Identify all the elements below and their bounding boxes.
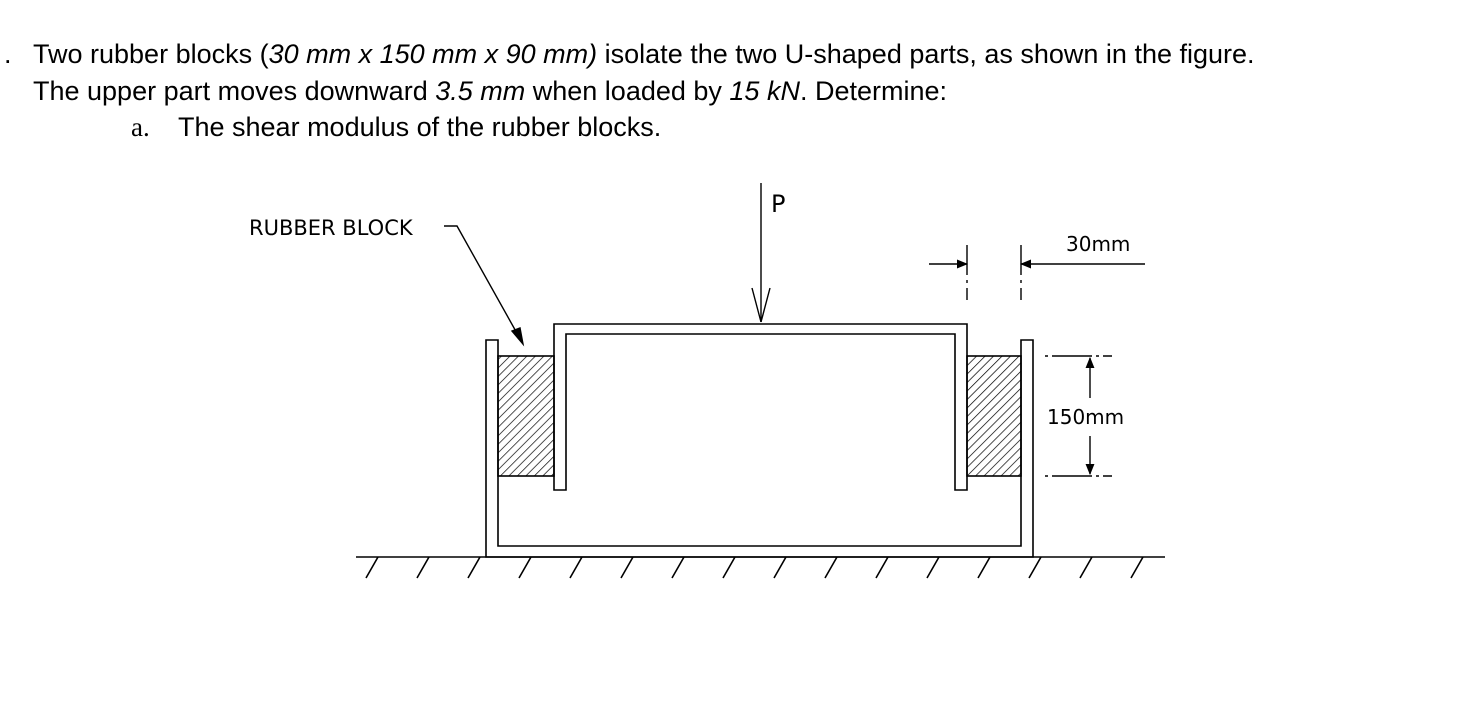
line2-text-c: . Determine: bbox=[799, 76, 948, 106]
rubber-block-right bbox=[966, 355, 1022, 477]
load-label: P bbox=[771, 190, 785, 218]
rubber-block-leader bbox=[444, 225, 525, 347]
rubber-block-label: RUBBER BLOCK bbox=[249, 216, 414, 240]
rubber-block-left bbox=[497, 355, 555, 477]
width-dimension-label: 30mm bbox=[1066, 232, 1130, 256]
displacement-value: 3.5 mm bbox=[435, 76, 526, 106]
question-a: a. The shear modulus of the rubber blocks… bbox=[131, 109, 661, 146]
ground bbox=[356, 556, 1165, 579]
height-dimension-label: 150mm bbox=[1047, 405, 1124, 429]
problem-line-2: The upper part moves downward 3.5 mm whe… bbox=[33, 73, 947, 110]
line2-text-a: The upper part moves downward bbox=[33, 76, 436, 106]
upper-u-part bbox=[553, 323, 968, 491]
problem-line-1: . Two rubber blocks (30 mm x 150 mm x 90 … bbox=[4, 36, 1255, 73]
height-dimension bbox=[1045, 355, 1112, 477]
load-arrow bbox=[751, 183, 771, 323]
load-value: 15 kN bbox=[729, 76, 800, 106]
line2-text-b: when loaded by bbox=[525, 76, 730, 106]
question-a-text: The shear modulus of the rubber blocks. bbox=[178, 112, 662, 142]
ground-hatching bbox=[365, 556, 1144, 579]
question-a-marker: a. bbox=[131, 112, 150, 142]
width-dimension bbox=[929, 245, 1145, 300]
lower-u-part bbox=[485, 339, 1034, 558]
block-dimensions: 30 mm x 150 mm x 90 mm) bbox=[268, 39, 598, 69]
line1-text-b: isolate the two U-shaped parts, as shown… bbox=[597, 39, 1255, 69]
list-bullet: . bbox=[4, 39, 12, 69]
line1-text-a: Two rubber blocks ( bbox=[33, 39, 269, 69]
